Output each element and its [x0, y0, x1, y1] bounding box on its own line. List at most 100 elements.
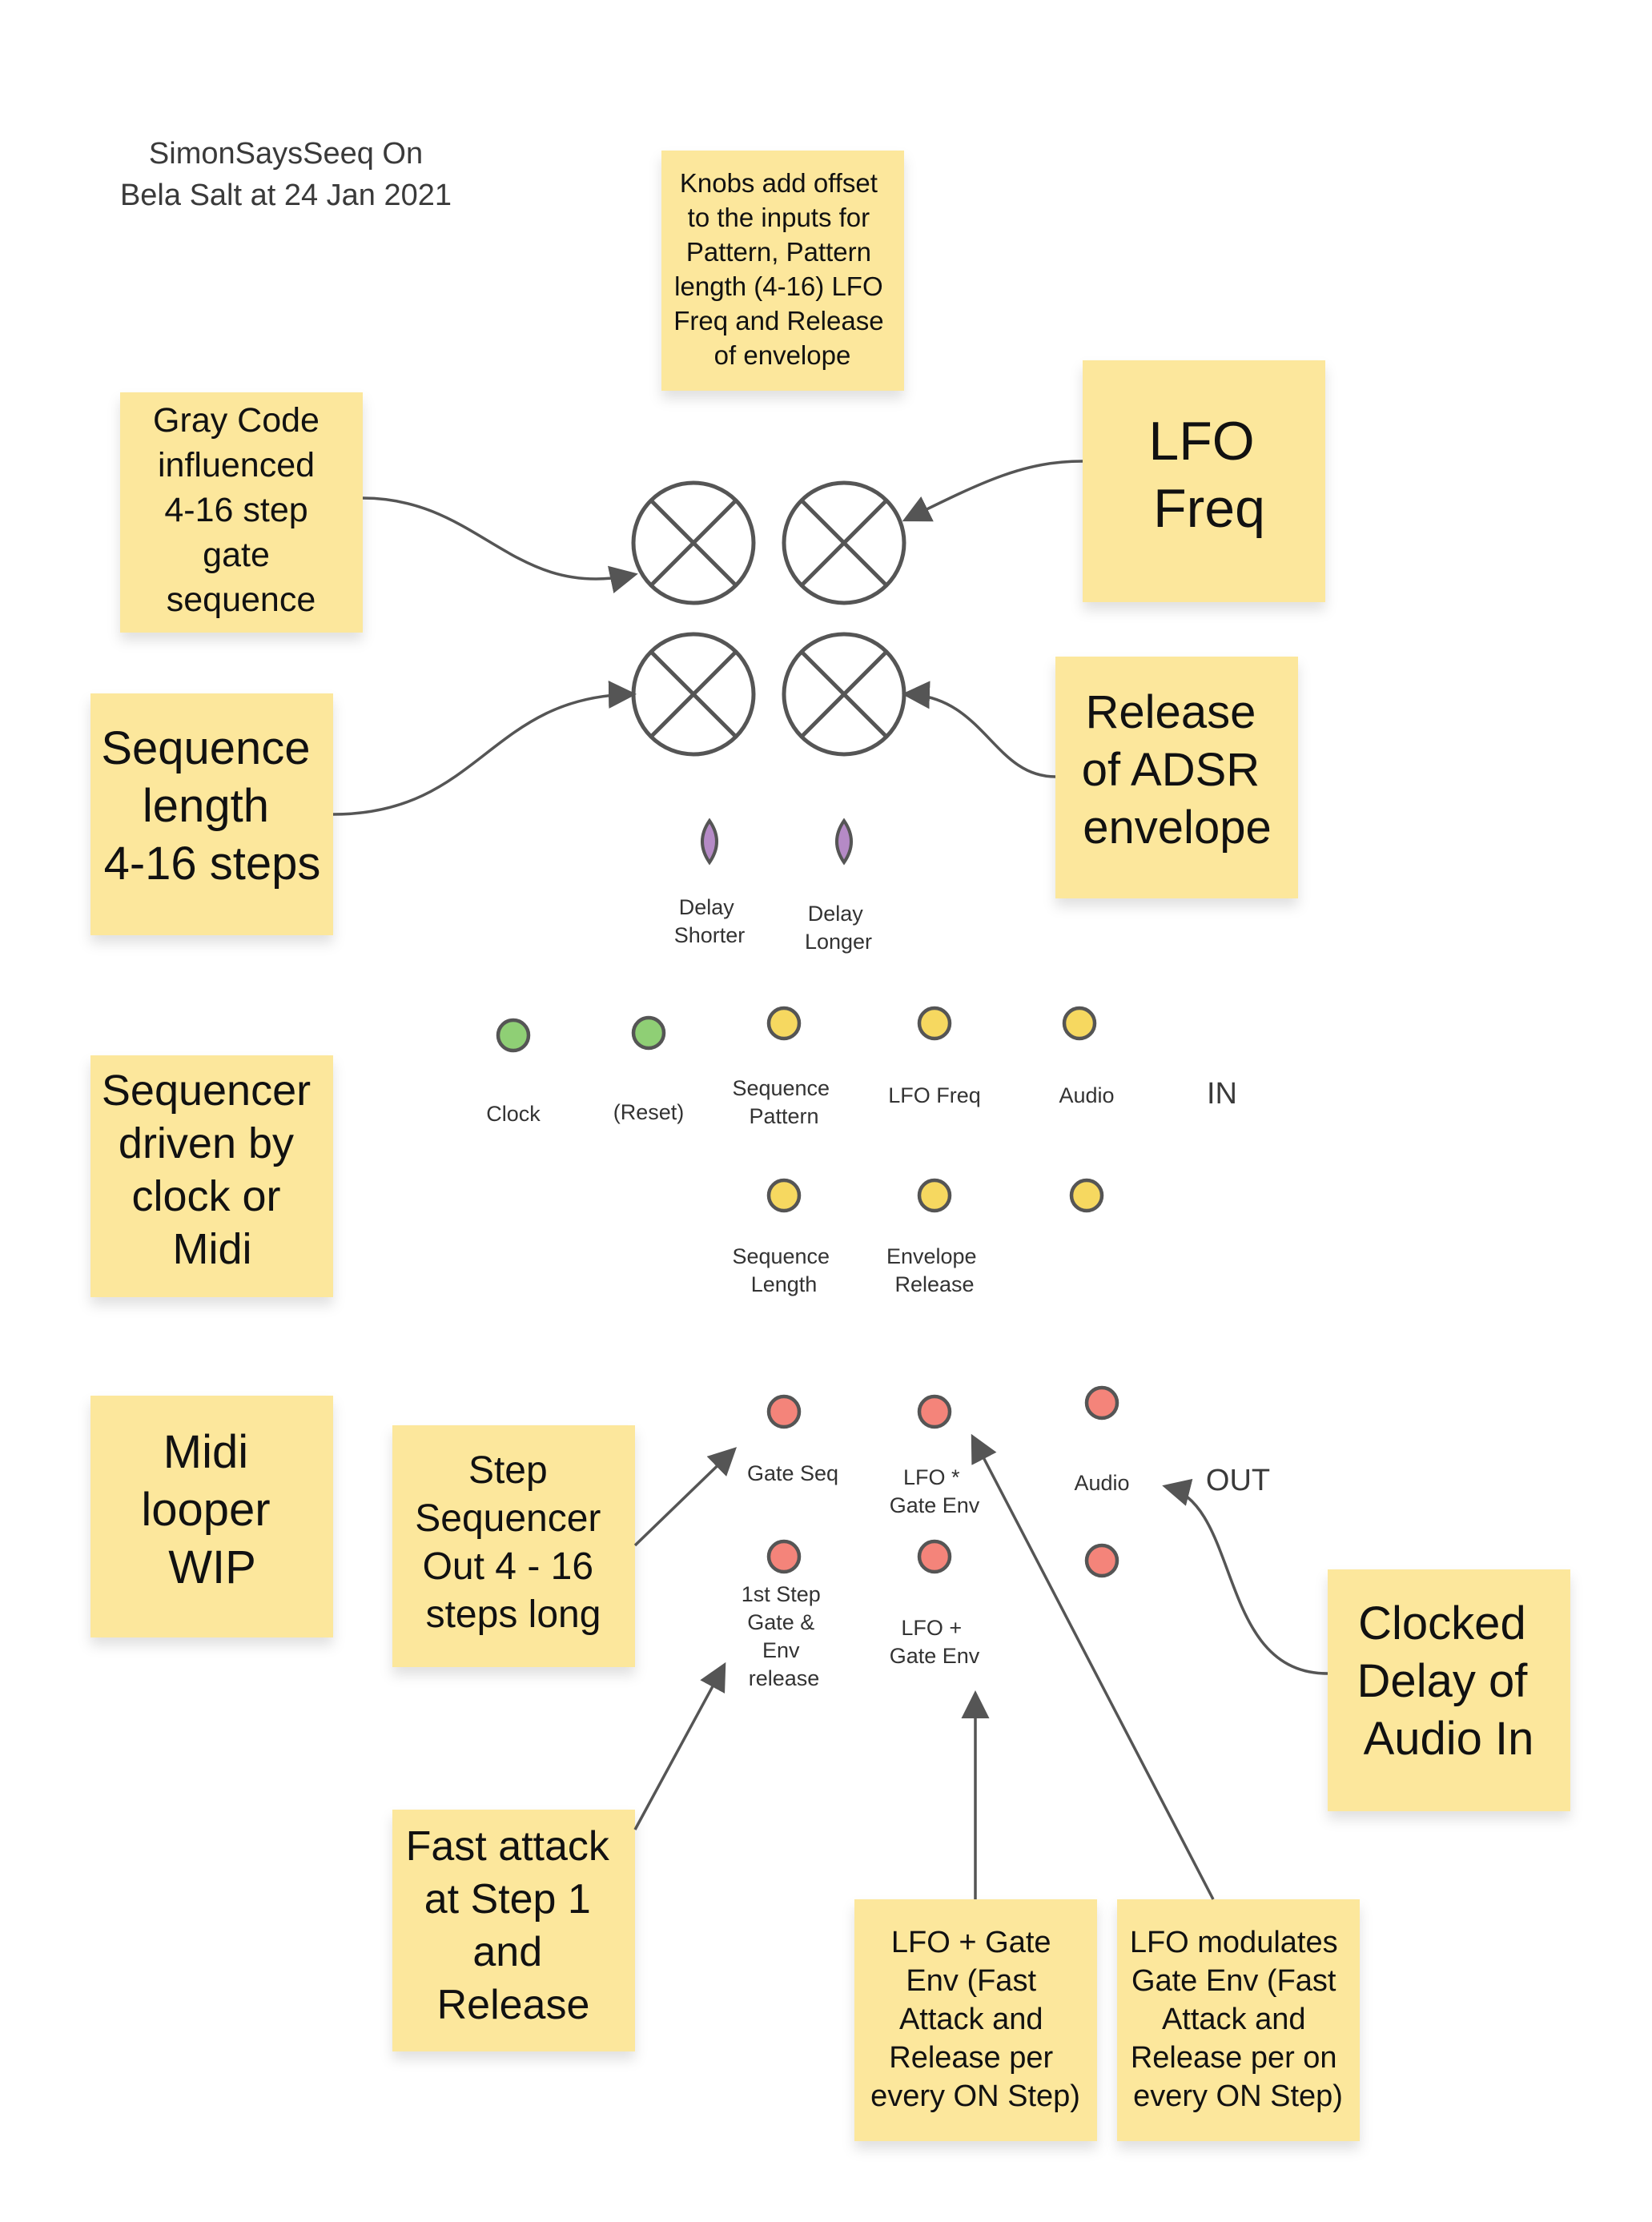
knob-pattern[interactable]	[631, 480, 756, 605]
step-sequencer-line-2: Sequencer	[415, 1497, 601, 1540]
release-adsr-line-2: of ADSR	[1082, 744, 1260, 796]
lfo-times-gate-output-jack[interactable]	[917, 1394, 952, 1429]
gray-code-connector	[362, 496, 638, 593]
sequence-length-input-line-2: Length	[751, 1272, 818, 1296]
first-step-line-3: Env	[762, 1638, 800, 1662]
clocked-delay-line-1: Clocked	[1358, 1597, 1526, 1649]
audio-input-label: Audio	[1059, 1083, 1114, 1107]
note-lfo-plus-gate	[854, 1899, 1097, 2141]
knobs-offset-line-6: of envelope	[714, 340, 851, 370]
sequence-pattern-line-2: Pattern	[749, 1104, 818, 1128]
lfo-plus-gate-output-line-1: LFO +	[901, 1616, 962, 1640]
lfo-plus-gate-output-jack[interactable]	[917, 1539, 952, 1574]
note-fast-attack	[392, 1810, 635, 2051]
gray-code-line-4: gate	[203, 536, 270, 574]
first-step-line-2: Gate &	[747, 1610, 814, 1634]
lfo-freq-line-2: Freq	[1153, 478, 1265, 539]
spare-input-jack[interactable]	[1069, 1178, 1104, 1213]
sequence-length-input-jack[interactable]	[766, 1178, 802, 1213]
knob-envelope-release[interactable]	[782, 632, 906, 757]
knob-lfo-freq[interactable]	[782, 480, 906, 605]
gray-code-line-3: 4-16 step	[164, 491, 307, 529]
audio-output-label: Audio	[1074, 1471, 1129, 1495]
note-lfo-modulates	[1117, 1899, 1360, 2141]
gate-seq-output-jack[interactable]	[766, 1394, 802, 1429]
knobs-offset-line-5: Freq and Release	[673, 306, 883, 336]
knob-sequence-length[interactable]	[631, 632, 756, 757]
lfo-plus-gate-line-1: LFO + Gate	[891, 1926, 1051, 1959]
midi-looper-line-2: looper	[141, 1484, 270, 1536]
sequencer-driven-line-4: Midi	[172, 1225, 251, 1273]
delay-shorter-label: Delay Shorter	[674, 895, 746, 947]
first-step-line-1: 1st Step	[742, 1582, 821, 1606]
diagram-title: SimonSaysSeeq On Bela Salt at 24 Jan 202…	[120, 137, 452, 212]
note-lfo-freq-text: LFO Freq	[1148, 411, 1269, 539]
sequencer-driven-line-1: Sequencer	[102, 1067, 311, 1115]
first-step-output-jack[interactable]	[766, 1539, 802, 1574]
out-section-label: OUT	[1206, 1464, 1270, 1497]
step-sequencer-line-3: Out 4 - 16	[423, 1545, 593, 1588]
gate-seq-output-label: Gate Seq	[747, 1461, 838, 1485]
note-gray-code-text: Gray Code influenced 4-16 step gate sequ…	[153, 401, 329, 619]
note-sequencer-driven-text: Sequencer driven by clock or Midi	[102, 1067, 323, 1273]
note-midi-looper	[90, 1396, 333, 1637]
note-clocked-delay-text: Clocked Delay of Audio In	[1357, 1597, 1541, 1765]
fast-attack-line-4: Release	[437, 1982, 590, 2028]
jacks	[496, 1006, 1119, 1578]
spare-output-jack[interactable]	[1084, 1543, 1119, 1578]
note-step-sequencer-out	[392, 1425, 635, 1667]
lfo-times-gate-output-label: LFO * Gate Env	[890, 1465, 980, 1517]
lfo-freq-line-1: LFO	[1148, 411, 1254, 472]
sequence-length-input-label: Sequence Length	[732, 1244, 835, 1296]
note-fast-attack-text: Fast attack at Step 1 and Release	[406, 1823, 621, 2028]
note-lfo-plus-gate-text: LFO + Gate Env (Fast Attack and Release …	[870, 1926, 1080, 2113]
delay-shorter-button[interactable]	[701, 818, 718, 866]
reset-input-jack[interactable]	[631, 1015, 666, 1051]
note-lfo-modulates-text: LFO modulates Gate Env (Fast Attack and …	[1130, 1926, 1346, 2113]
midi-looper-line-1: Midi	[163, 1426, 248, 1478]
clocked-delay-connector	[1162, 1478, 1328, 1675]
lfo-times-gate-line-2: Gate Env	[890, 1493, 980, 1517]
reset-input-label: (Reset)	[613, 1100, 685, 1124]
in-section-label: IN	[1207, 1077, 1237, 1111]
note-sequence-length	[90, 693, 333, 935]
delay-longer-button[interactable]	[835, 818, 853, 866]
sequence-length-connector	[332, 680, 637, 816]
note-release-adsr-text: Release of ADSR envelope	[1082, 686, 1273, 854]
lfo-modulates-line-4: Release per on	[1131, 2041, 1337, 2075]
sequencer-driven-line-2: driven by	[119, 1119, 294, 1167]
note-sequencer-driven	[90, 1055, 333, 1297]
note-release-adsr	[1055, 657, 1298, 898]
release-adsr-connector	[902, 681, 1056, 778]
delay-longer-line-1: Delay	[808, 902, 864, 926]
connectors	[332, 460, 1328, 1900]
fast-attack-line-2: at Step 1	[424, 1876, 591, 1923]
knobs-offset-line-2: to the inputs for	[688, 203, 870, 232]
sequence-length-input-line-1: Sequence	[732, 1244, 830, 1268]
lfo-plus-gate-line-2: Env (Fast	[906, 1964, 1036, 1998]
envelope-release-input-jack[interactable]	[917, 1178, 952, 1213]
note-knobs-offset-text: Knobs add offset to the inputs for Patte…	[673, 168, 891, 370]
note-step-sequencer-out-text: Step Sequencer Out 4 - 16 steps long	[415, 1449, 612, 1636]
note-midi-looper-text: Midi looper WIP	[141, 1426, 283, 1593]
delay-shorter-line-2: Shorter	[674, 923, 746, 947]
note-sequence-length-text: Sequence length 4-16 steps	[101, 722, 323, 890]
sequence-pattern-label: Sequence Pattern	[732, 1076, 835, 1128]
title-line-2: Bela Salt at 24 Jan 2021	[120, 179, 452, 212]
envelope-release-line-1: Envelope	[886, 1244, 977, 1268]
audio-output-jack[interactable]	[1084, 1385, 1119, 1420]
lfo-freq-input-jack[interactable]	[917, 1006, 952, 1041]
lfo-freq-input-label: LFO Freq	[888, 1083, 981, 1107]
lfo-plus-gate-line-5: every ON Step)	[870, 2079, 1080, 2113]
clocked-delay-line-2: Delay of	[1357, 1655, 1529, 1707]
clocked-delay-line-3: Audio In	[1364, 1713, 1534, 1765]
envelope-release-input-label: Envelope Release	[886, 1244, 983, 1296]
lfo-plus-gate-output-line-2: Gate Env	[890, 1644, 980, 1668]
title-line-1: SimonSaysSeeq On	[149, 137, 423, 171]
audio-input-jack[interactable]	[1062, 1006, 1097, 1041]
first-step-line-4: release	[749, 1666, 820, 1690]
sequence-pattern-input-jack[interactable]	[766, 1006, 802, 1041]
lfo-plus-gate-line-3: Attack and	[899, 2003, 1043, 2036]
clock-input-jack[interactable]	[496, 1018, 531, 1053]
knobs-offset-line-1: Knobs add offset	[680, 168, 878, 198]
